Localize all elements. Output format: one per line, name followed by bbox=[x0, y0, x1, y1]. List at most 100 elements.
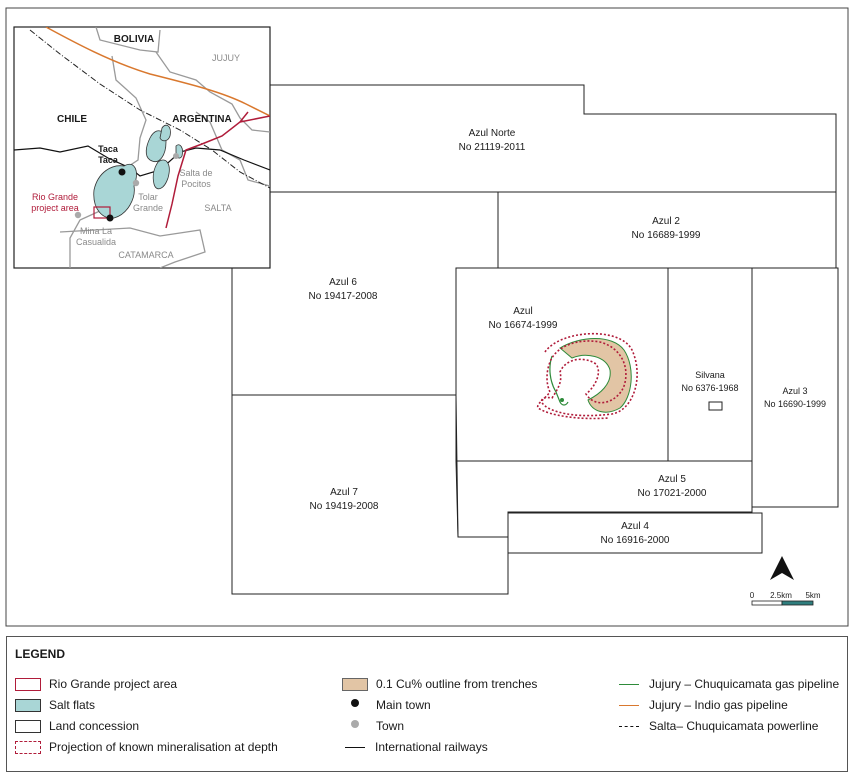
label-azul-number: No 16674-1999 bbox=[489, 320, 558, 331]
inset-bolivia: BOLIVIA bbox=[114, 34, 155, 45]
label-azul-3-number: No 16690-1999 bbox=[764, 399, 826, 409]
label-azul-4-name: Azul 4 bbox=[621, 521, 649, 532]
north-arrow-icon bbox=[770, 556, 794, 580]
label-silvana-number: No 6376-1968 bbox=[681, 383, 738, 393]
railway-swatch bbox=[345, 746, 365, 748]
inset-main-town-2 bbox=[106, 214, 114, 222]
legend-item-project-area: Rio Grande project area bbox=[15, 677, 177, 691]
location-inset: BOLIVIA JUJUY CHILE ARGENTINA Taca Taca … bbox=[13, 26, 271, 269]
legend-item-town: Town bbox=[342, 719, 404, 733]
inset-mina-2: Casualida bbox=[76, 237, 116, 247]
inset-rio-2: project area bbox=[31, 203, 79, 213]
legend-item-cu-outline: 0.1 Cu% outline from trenches bbox=[342, 677, 537, 691]
concession-labels: Azul Norte No 21119-2011 Azul 2 No 16689… bbox=[309, 128, 827, 546]
label-azul-norte-number: No 21119-2011 bbox=[459, 142, 526, 153]
cu-outline-shape bbox=[559, 338, 632, 413]
legend: LEGEND Rio Grande project area Salt flat… bbox=[6, 636, 848, 772]
inset-tolar-1: Tolar bbox=[138, 192, 158, 202]
label-azul-3-name: Azul 3 bbox=[782, 386, 807, 396]
concession-silvana bbox=[667, 267, 753, 462]
cu-outline-inner bbox=[549, 355, 569, 406]
inset-taca-1: Taca bbox=[98, 144, 119, 154]
inset-catamarca: CATAMARCA bbox=[118, 250, 173, 260]
scale-bar: 0 2.5km 5km bbox=[750, 591, 821, 606]
legend-label: Rio Grande project area bbox=[49, 677, 178, 691]
scale-zero: 0 bbox=[750, 591, 755, 600]
salt-flats-swatch bbox=[15, 698, 41, 712]
mineralisation-swatch bbox=[15, 740, 41, 754]
legend-item-salt-flats: Salt flats bbox=[15, 698, 95, 712]
orange-pipeline-swatch bbox=[619, 704, 639, 706]
legend-label: International railways bbox=[375, 740, 488, 754]
silvana-marker bbox=[708, 401, 723, 411]
legend-label: Jujury – Indio gas pipeline bbox=[649, 698, 788, 712]
legend-label: Land concession bbox=[49, 719, 140, 733]
legend-label: Projection of known mineralisation at de… bbox=[49, 740, 278, 754]
inset-salta: SALTA bbox=[204, 203, 231, 213]
label-azul-6-number: No 19417-2008 bbox=[309, 291, 378, 302]
label-azul-norte-name: Azul Norte bbox=[469, 128, 516, 139]
label-azul-5-number: No 17021-2000 bbox=[638, 488, 707, 499]
inset-red-line-2 bbox=[239, 115, 270, 123]
legend-item-mineralisation: Projection of known mineralisation at de… bbox=[15, 740, 278, 754]
inset-rio-1: Rio Grande bbox=[32, 192, 78, 202]
label-azul-6-name: Azul 6 bbox=[329, 277, 357, 288]
label-azul-4-number: No 16916-2000 bbox=[601, 535, 670, 546]
inset-taca-2: Taca bbox=[98, 155, 119, 165]
legend-item-land-concession: Land concession bbox=[15, 719, 139, 733]
concession-azul-3 bbox=[751, 267, 839, 508]
legend-label: Salta– Chuquicamata powerline bbox=[649, 719, 819, 733]
main-town-icon bbox=[342, 698, 368, 712]
inset-town-mina bbox=[74, 211, 82, 219]
salt-flat-main bbox=[93, 163, 137, 219]
label-azul-7-number: No 19419-2008 bbox=[310, 501, 379, 512]
inset-salta-pocitos-1: Salta de bbox=[179, 168, 212, 178]
concession-azul-7 bbox=[231, 394, 509, 595]
legend-item-railways: International railways bbox=[345, 740, 488, 754]
label-azul-name: Azul bbox=[513, 306, 532, 317]
legend-label: Main town bbox=[376, 698, 431, 712]
legend-item-gas-pipeline-2: Jujury – Indio gas pipeline bbox=[619, 698, 788, 712]
concession-azul-4 bbox=[507, 512, 763, 554]
concession-azul-5 bbox=[455, 460, 753, 538]
inset-gas-pipeline bbox=[45, 27, 270, 117]
cu-outline-swatch bbox=[342, 677, 368, 691]
inset-mina-1: Mina La bbox=[80, 226, 112, 236]
green-pipeline-swatch bbox=[619, 683, 639, 685]
north-arrow bbox=[770, 556, 794, 580]
legend-title: LEGEND bbox=[15, 647, 66, 661]
inset-jujuy: JUJUY bbox=[212, 53, 240, 63]
label-azul-7-name: Azul 7 bbox=[330, 487, 358, 498]
cu-outline-dot bbox=[560, 398, 564, 402]
town-icon bbox=[342, 719, 368, 733]
inset-argentina: ARGENTINA bbox=[172, 114, 231, 125]
inset-tolar-2: Grande bbox=[133, 203, 163, 213]
legend-item-main-town: Main town bbox=[342, 698, 431, 712]
mineralisation-dashed bbox=[536, 332, 638, 420]
project-area-swatch bbox=[15, 677, 41, 691]
salt-flat-3 bbox=[152, 159, 170, 190]
legend-label: Salt flats bbox=[49, 698, 96, 712]
inset-red-line bbox=[165, 111, 249, 229]
inset-salta-pocitos-2: Pocitos bbox=[181, 179, 211, 189]
inset-railway bbox=[29, 29, 270, 189]
inset-town-salta bbox=[173, 153, 179, 159]
powerline-swatch bbox=[619, 725, 639, 727]
scale-end: 5km bbox=[805, 591, 820, 600]
mineralisation-outline bbox=[536, 332, 638, 420]
map-frame bbox=[5, 7, 849, 627]
label-azul-2-name: Azul 2 bbox=[652, 216, 680, 227]
concession-map: Azul Norte No 21119-2011 Azul 2 No 16689… bbox=[5, 7, 849, 627]
scale-mid: 2.5km bbox=[770, 591, 792, 600]
legend-label: Jujury – Chuquicamata gas pipeline bbox=[649, 677, 840, 691]
concession-azul-norte bbox=[267, 84, 837, 193]
label-azul-5-name: Azul 5 bbox=[658, 474, 686, 485]
land-concession-swatch bbox=[15, 719, 41, 733]
inset-project-area bbox=[93, 206, 111, 219]
inset-frame bbox=[13, 26, 271, 269]
legend-item-gas-pipeline-1: Jujury – Chuquicamata gas pipeline bbox=[619, 677, 839, 691]
concession-polygons bbox=[231, 84, 839, 595]
inset-main-town-taca bbox=[118, 168, 126, 176]
inset-chile: CHILE bbox=[57, 114, 87, 125]
inset-powerline bbox=[14, 145, 270, 177]
